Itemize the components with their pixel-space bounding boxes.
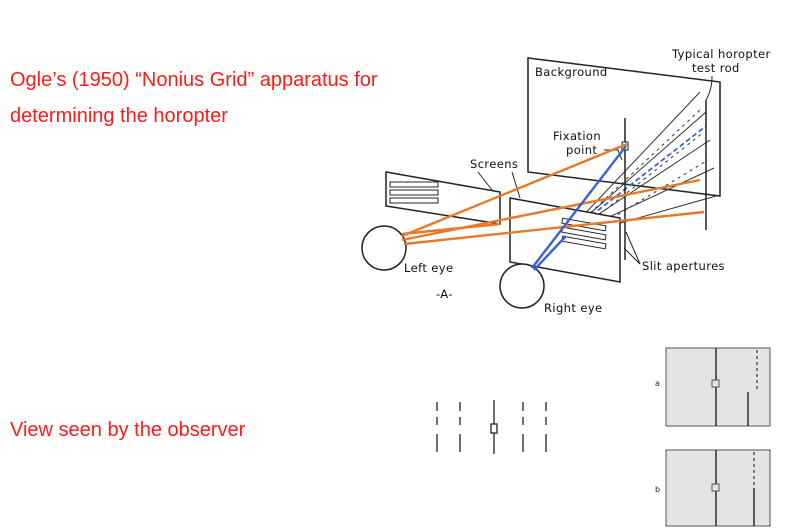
left-eye-rays bbox=[401, 142, 705, 246]
screens-pointer-1 bbox=[477, 171, 493, 191]
title-line-1: Ogle’s (1950) “Nonius Grid” apparatus fo… bbox=[10, 69, 378, 91]
slit-pointer-2 bbox=[625, 231, 641, 265]
panel-a-label: a bbox=[655, 379, 660, 388]
background-label: Background bbox=[535, 65, 608, 79]
blue-dashed-ray bbox=[559, 125, 707, 241]
panel-b-label: b bbox=[655, 485, 660, 494]
screens-label: Screens bbox=[470, 157, 518, 171]
panel-a bbox=[665, 347, 771, 427]
observer-view bbox=[436, 400, 547, 454]
fixation-label-line2: point bbox=[566, 143, 597, 157]
test-rod-pointer bbox=[705, 75, 713, 101]
view-caption: View seen by the observer bbox=[10, 419, 246, 441]
right-eye-label: Right eye bbox=[544, 301, 603, 315]
left-eye-circle bbox=[361, 225, 407, 271]
panel-b bbox=[665, 449, 771, 527]
fixation-pointer bbox=[604, 149, 623, 161]
left-screen-slits bbox=[389, 181, 439, 204]
test-rod-label-line2: test rod bbox=[692, 61, 740, 75]
slit-pointer-1 bbox=[623, 247, 641, 265]
background-board bbox=[527, 57, 721, 197]
left-eye-label: Left eye bbox=[404, 261, 453, 275]
fixation-label-line1: Fixation bbox=[553, 129, 601, 143]
right-eye-circle bbox=[499, 263, 545, 309]
title-line-2: determining the horopter bbox=[10, 105, 228, 127]
screens-pointer-2 bbox=[511, 171, 521, 199]
right-eye-rays bbox=[531, 145, 627, 271]
figure-letter: -A- bbox=[436, 287, 453, 301]
test-rod-label-line1: Typical horopter bbox=[671, 47, 771, 61]
slide-title: Ogle’s (1950) “Nonius Grid” apparatus fo… bbox=[10, 62, 430, 134]
slit-apertures-label: Slit apertures bbox=[642, 259, 725, 273]
